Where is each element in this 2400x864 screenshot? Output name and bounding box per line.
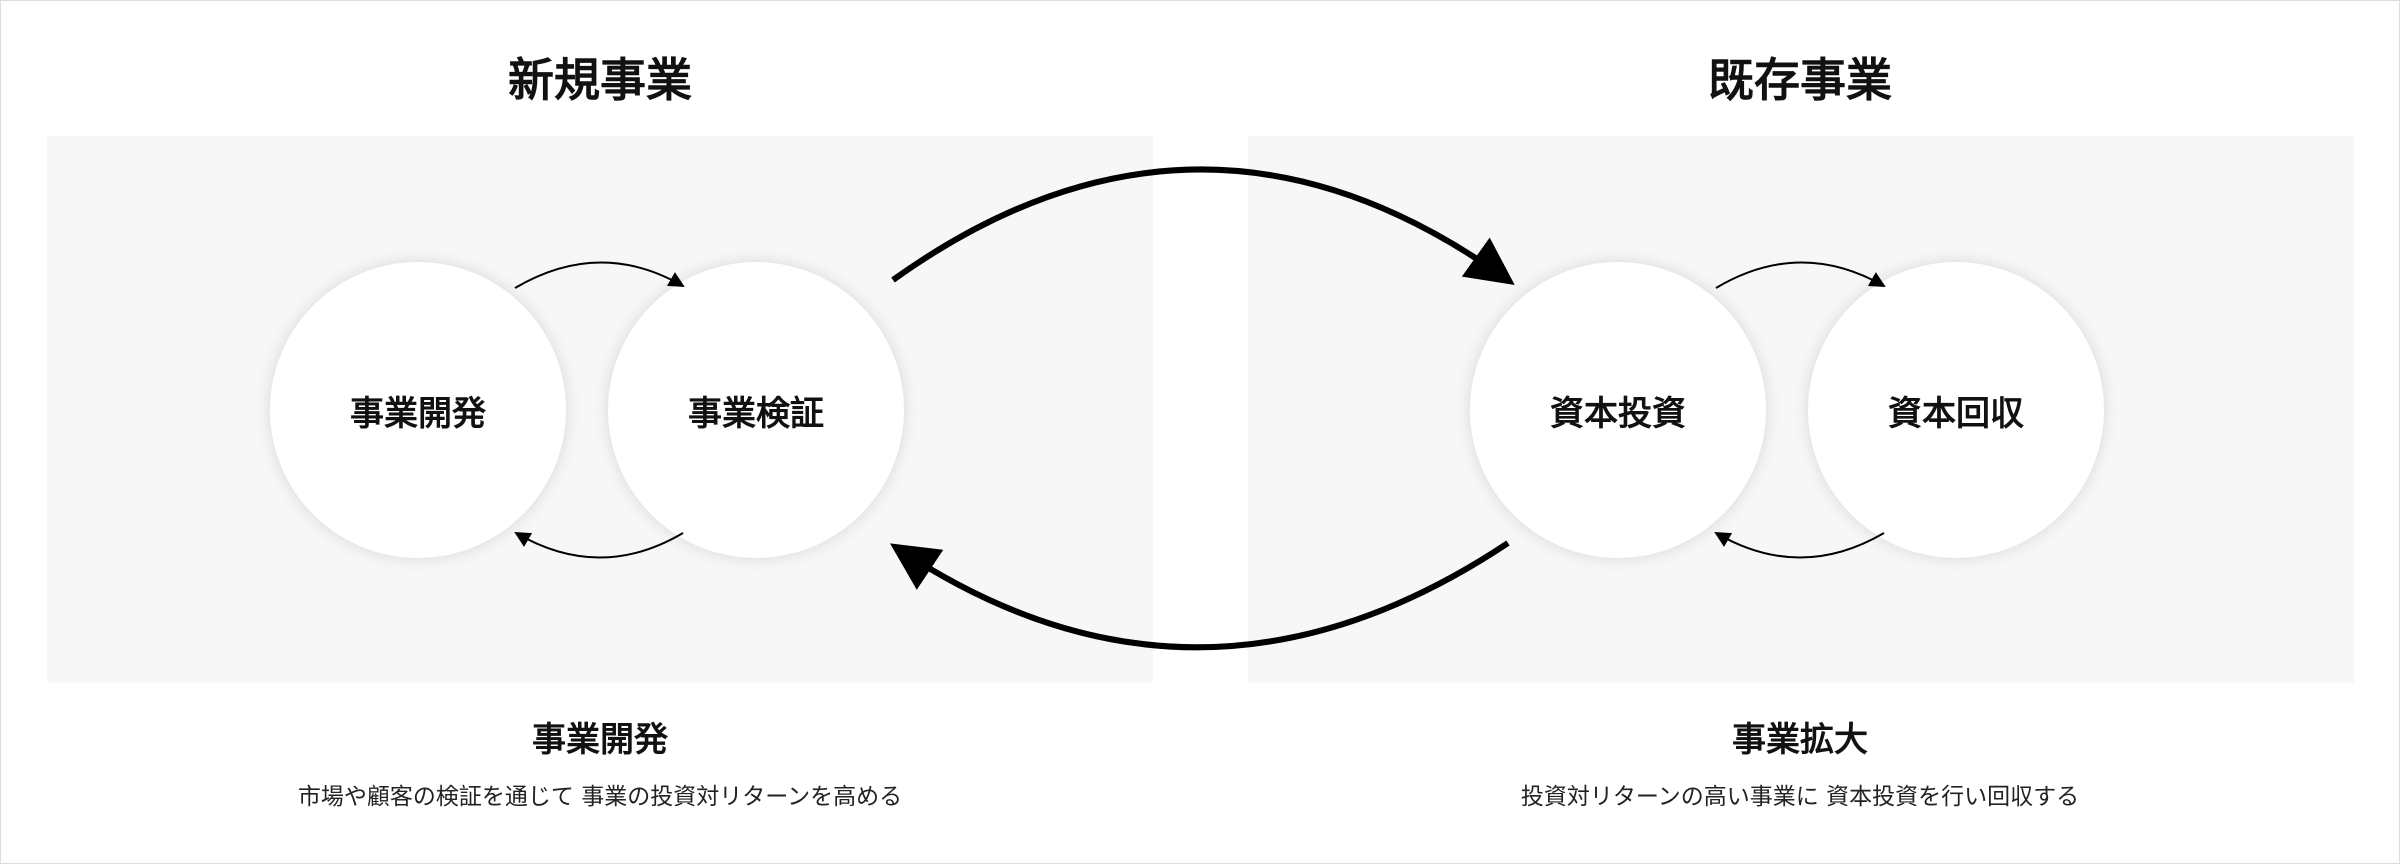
panel-existing-business — [1248, 136, 2354, 683]
arrow-dev-to-validation — [514, 261, 685, 289]
arrow-to-new — [889, 540, 1510, 651]
caption-desc-existing: 投資対リターンの高い事業に 資本投資を行い回収する — [1520, 784, 2080, 810]
arrow-investment-to-recovery — [1715, 261, 1886, 289]
caption-desc-new: 市場や顧客の検証を通じて 事業の投資対リターンを高める — [297, 784, 903, 810]
arrow-validation-to-dev — [514, 531, 684, 559]
circle-label: 資本投資 — [1550, 393, 1686, 434]
circle-label: 資本回収 — [1888, 393, 2024, 434]
caption-title-existing: 事業拡大 — [1732, 720, 1868, 760]
circle-business-development: 事業開発 — [270, 262, 566, 558]
circle-label: 事業検証 — [688, 393, 824, 434]
arrow-recovery-to-investment — [1714, 531, 1885, 559]
arrow-to-existing — [891, 166, 1515, 285]
caption-title-new: 事業開発 — [532, 720, 668, 760]
circle-capital-investment: 資本投資 — [1470, 262, 1766, 558]
circle-label: 事業開発 — [350, 393, 486, 434]
circle-business-validation: 事業検証 — [608, 262, 904, 558]
section-title-new: 新規事業 — [508, 53, 692, 107]
circle-capital-recovery: 資本回収 — [1808, 262, 2104, 558]
section-title-existing: 既存事業 — [1708, 53, 1892, 107]
